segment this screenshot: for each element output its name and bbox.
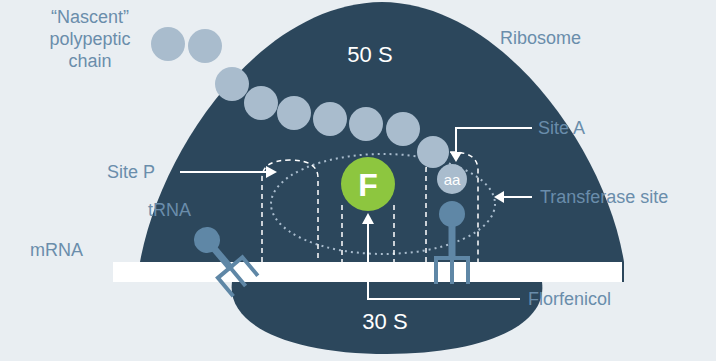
amino-acid-shape [437, 164, 467, 194]
site-label: Transferase site [540, 186, 668, 208]
leader-line [502, 196, 532, 198]
amino-acid-symbol: aa [444, 172, 461, 187]
florfenicol-molecule-shape [341, 157, 395, 211]
amino-acid-bead [417, 136, 449, 168]
amino-acid: aa [437, 164, 467, 194]
trna-head [439, 201, 465, 227]
drug-label: Florfenicol [528, 288, 611, 310]
molecule-label: mRNA [30, 239, 83, 261]
amino-acid-bead [188, 29, 222, 63]
ribosome-30s: 30 S [230, 282, 544, 354]
amino-acid-bead [313, 102, 347, 136]
amino-acid-bead [386, 112, 420, 146]
molecule-symbol: F [358, 169, 378, 201]
ribosome-30s-shape [232, 282, 543, 354]
amino-acid-bead [244, 86, 278, 120]
molecule-label: tRNA [148, 199, 191, 221]
site-label: Site A [538, 117, 585, 139]
amino-acid-bead [277, 96, 311, 130]
trna-stem [449, 222, 456, 260]
structure-label: “Nascent” polypeptic chain [40, 6, 140, 72]
subunit-label: 30 S [362, 311, 407, 333]
subunit-label: 50 S [347, 44, 392, 66]
amino-acid-bead [349, 107, 383, 141]
florfenicol-molecule: F [341, 157, 395, 211]
amino-acid-bead [151, 27, 185, 61]
structure-label: Ribosome [500, 27, 581, 49]
leader-line [180, 171, 268, 173]
amino-acid-bead [215, 67, 249, 101]
site-label: Site P [107, 161, 155, 183]
ribosome-50s-shape [140, 2, 624, 282]
